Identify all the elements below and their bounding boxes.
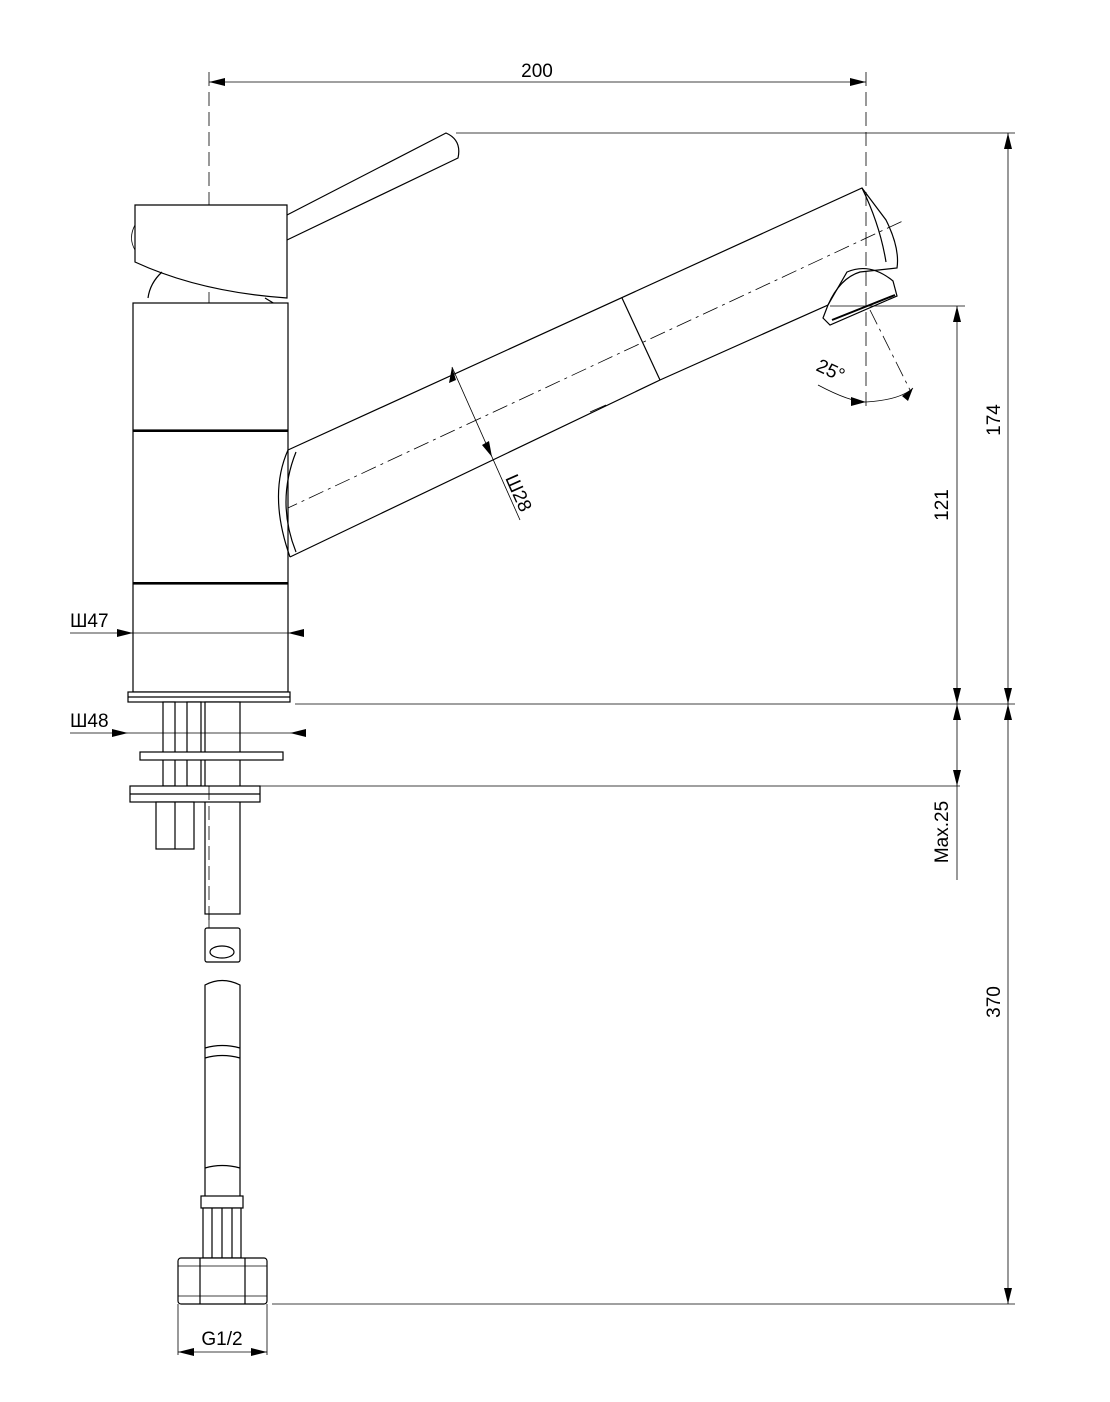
- dim-base-diameter-label: Ш48: [70, 711, 109, 732]
- center-lines: [208, 72, 911, 960]
- spout-joint: [621, 297, 661, 381]
- faucet-body: [127, 132, 460, 703]
- dim-total-height: 174: [984, 133, 1012, 704]
- body-upper: [132, 302, 289, 431]
- union-nut: [177, 1257, 268, 1305]
- flexible-hose: [177, 927, 268, 1305]
- mounting-washer: [139, 751, 284, 761]
- dim-hose-length: 370: [984, 704, 1012, 1304]
- dim-spout-diameter: Ш28: [449, 366, 535, 521]
- dim-hose-length-label: 370: [984, 986, 1005, 1018]
- dim-body-diameter-label: Ш47: [70, 611, 109, 632]
- cartridge-cap: [134, 204, 288, 299]
- dim-swivel-angle: 25°: [813, 355, 914, 406]
- dim-max-deck-label: Max.25: [932, 801, 953, 863]
- handle-lever: [286, 132, 460, 241]
- dim-base-diameter: Ш48: [70, 711, 306, 737]
- dim-spout-diameter-label: Ш28: [500, 471, 535, 515]
- aerator: [822, 267, 898, 326]
- dim-thread-label: G1/2: [201, 1329, 242, 1350]
- spout: [277, 187, 899, 558]
- dim-max-deck: Max.25: [932, 704, 961, 880]
- mounting-hardware: [129, 701, 284, 960]
- body-middle: [132, 430, 289, 584]
- dim-swivel-angle-label: 25°: [813, 355, 848, 386]
- dim-connection-thread: G1/2: [178, 1329, 267, 1356]
- dim-body-diameter: Ш47: [70, 611, 304, 637]
- dim-overall-reach: 200: [209, 61, 866, 86]
- dim-spout-height-label: 121: [932, 489, 953, 521]
- extension-lines: [177, 132, 1015, 1355]
- dim-reach-label: 200: [521, 61, 553, 82]
- hose-collar: [200, 1195, 244, 1209]
- spout-tube: [287, 187, 899, 558]
- dim-spout-height: 121: [932, 306, 961, 704]
- dim-total-height-label: 174: [984, 404, 1005, 436]
- body-lower: [132, 583, 289, 693]
